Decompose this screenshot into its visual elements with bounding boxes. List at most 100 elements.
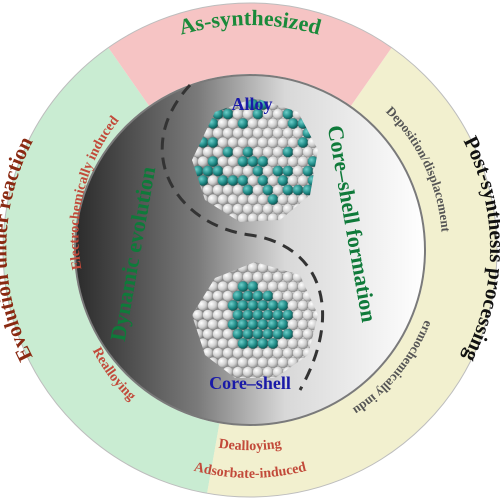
core-shell-atom xyxy=(212,328,224,340)
alloy-atom xyxy=(222,146,234,158)
core-shell-atom xyxy=(262,309,274,321)
sector-left xyxy=(3,47,220,494)
core-shell-atom xyxy=(277,337,289,350)
alloy-atom xyxy=(247,174,259,187)
sector-right xyxy=(207,47,498,498)
core-shell-atom xyxy=(272,271,284,283)
core-shell-atom xyxy=(262,328,274,340)
alloy-atom xyxy=(217,193,229,206)
alloy-atom xyxy=(207,155,219,168)
core-shell-atom xyxy=(222,309,234,321)
alloy-atom xyxy=(272,165,284,177)
core-shell-atom xyxy=(227,337,239,350)
alloy-atom xyxy=(237,136,249,149)
alloy-atom xyxy=(277,136,289,149)
core-shell-atom xyxy=(232,271,244,283)
core-shell-atom xyxy=(217,337,229,350)
core-shell-atom xyxy=(247,299,259,312)
core-shell-atom xyxy=(232,347,244,359)
alloy-atom xyxy=(227,174,239,187)
alloy-atom xyxy=(267,155,279,168)
alloy-atom xyxy=(237,117,249,130)
core-shell-atom xyxy=(257,356,269,369)
alloy-atom xyxy=(252,127,264,139)
bottom-sub-2: Adsorbate-induced xyxy=(192,460,307,482)
alloy-atom xyxy=(262,203,274,215)
core-shell-atom xyxy=(222,347,234,359)
core-shell-atom xyxy=(207,318,219,331)
alloy-atom xyxy=(217,174,229,187)
core-shell-atom xyxy=(287,299,299,312)
core-shell-atom xyxy=(257,337,269,350)
alloy-atom xyxy=(202,146,214,158)
alloy-atom xyxy=(232,184,244,196)
core-shell-atom xyxy=(227,375,239,378)
alloy-atom xyxy=(277,193,289,206)
core-shell-atom xyxy=(282,271,294,283)
core-shell-atom xyxy=(262,271,274,283)
core-shell-atom xyxy=(237,375,249,378)
alloy-atom xyxy=(282,108,294,120)
alloy-atom xyxy=(267,174,279,187)
alloy-atom xyxy=(297,155,309,168)
core-shell-atom xyxy=(267,337,279,350)
core-shell-atom xyxy=(212,290,224,302)
core-shell-atom xyxy=(297,318,309,331)
alloy-atom xyxy=(262,165,274,177)
alloy-atom xyxy=(237,174,249,187)
alloy-atom xyxy=(232,146,244,158)
core-shell-atom xyxy=(282,290,294,302)
core-shell-atom xyxy=(282,328,294,340)
sector-top xyxy=(108,3,392,106)
core-shell-atom xyxy=(267,299,279,312)
alloy-atom xyxy=(297,174,309,187)
core-shell-atom xyxy=(277,299,289,312)
alloy-atom xyxy=(282,146,294,158)
core-shell-atom xyxy=(257,318,269,331)
core-shell-atom xyxy=(282,309,294,321)
core-shell-atom xyxy=(232,328,244,340)
core-shell-atom xyxy=(287,280,299,293)
core-shell-atom xyxy=(237,299,249,312)
core-shell-atom xyxy=(257,375,269,378)
alloy-atom xyxy=(247,155,259,168)
core-shell-atom xyxy=(252,262,264,264)
alloy-atom xyxy=(262,184,274,196)
alloy-atom xyxy=(257,136,269,149)
core-shell-atom xyxy=(247,375,259,378)
core-shell-atom xyxy=(207,299,219,312)
core-shell-atom xyxy=(232,290,244,302)
alloy-atom xyxy=(257,117,269,130)
alloy-atom xyxy=(227,136,239,149)
alloy-atom xyxy=(277,117,289,130)
core-shell-atom xyxy=(267,356,279,369)
core-shell-atom xyxy=(277,280,289,293)
core-shell-atom xyxy=(202,309,214,321)
core-shell-atom xyxy=(242,271,254,283)
alloy-atom xyxy=(232,127,244,139)
alloy-atom xyxy=(262,146,274,158)
alloy-atom xyxy=(207,136,219,149)
core-shell-atom xyxy=(222,328,234,340)
core-shell-label: Core–shell xyxy=(209,373,291,393)
alloy-atom xyxy=(237,193,249,206)
core-shell-atom xyxy=(277,318,289,331)
bottom-sub-1: Dealloying xyxy=(218,437,283,454)
alloy-atom xyxy=(217,136,229,149)
alloy-atom xyxy=(267,193,279,206)
core-shell-atom xyxy=(197,318,209,331)
core-shell-atom xyxy=(217,299,229,312)
alloy-atom xyxy=(242,146,254,158)
core-shell-atom xyxy=(312,309,318,321)
core-shell-atom xyxy=(247,318,259,331)
alloy-atom xyxy=(242,203,254,215)
core-shell-atom xyxy=(237,280,249,293)
core-shell-atom xyxy=(302,328,314,340)
core-shell-atom xyxy=(292,347,304,359)
alloy-atom xyxy=(252,98,264,101)
core-shell-atom xyxy=(252,309,264,321)
alloy-atom xyxy=(292,127,304,139)
alloy-atom xyxy=(227,117,239,130)
core-shell-atom xyxy=(217,280,229,293)
alloy-atom xyxy=(267,117,279,130)
